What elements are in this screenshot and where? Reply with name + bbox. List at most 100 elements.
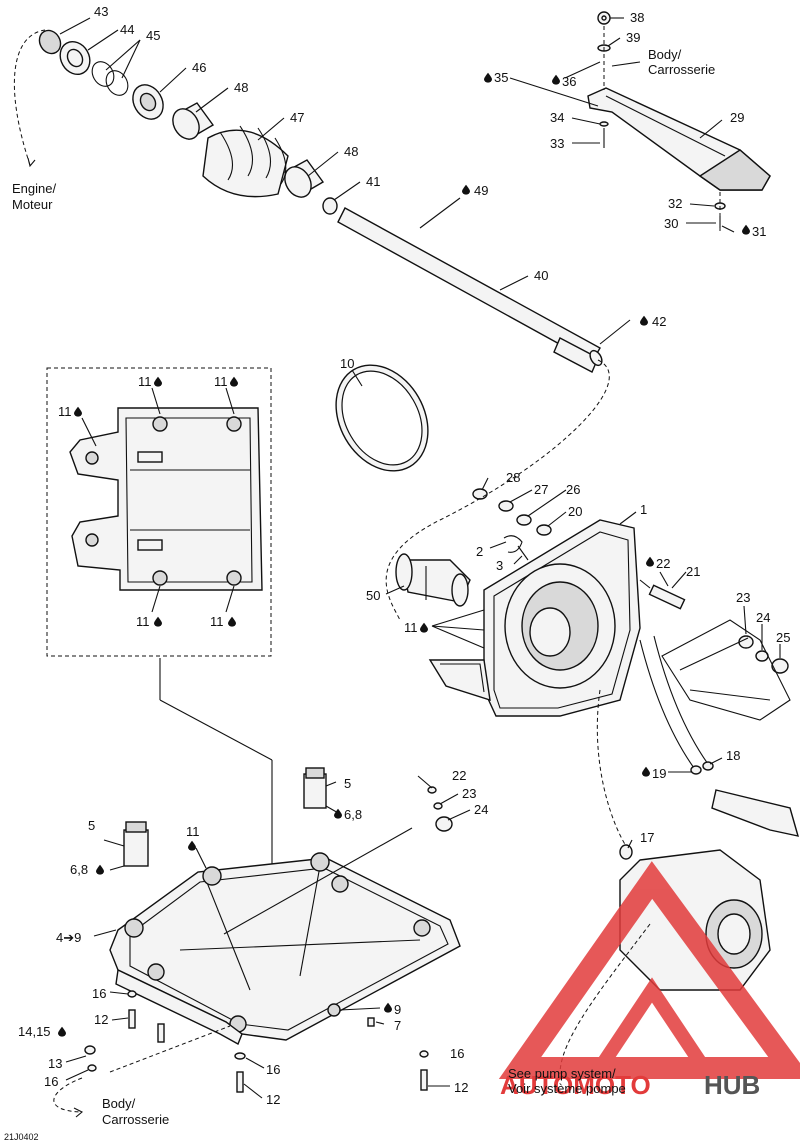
watermark-text-b: HUB <box>704 1070 760 1100</box>
note-body-bottom-line2: Carrosserie <box>102 1112 169 1127</box>
leaders-top-left <box>13 17 631 345</box>
callout-24-a: 24 <box>756 610 770 625</box>
callout-33: 33 <box>550 136 564 151</box>
drop-icon <box>58 1026 66 1037</box>
callout-11-a: 11 <box>138 374 152 389</box>
drop-icon <box>484 72 492 83</box>
inset-leaders <box>81 387 235 613</box>
drop-icon <box>646 556 654 567</box>
drop-icon <box>420 622 428 633</box>
callout-36: 36 <box>562 74 576 89</box>
callout-13: 13 <box>48 1056 62 1071</box>
callout-12-b: 12 <box>266 1092 280 1107</box>
drop-icon <box>228 616 236 627</box>
note-engine: Engine/ Moteur <box>12 181 56 212</box>
figure-code: 21J0402 <box>4 1132 39 1142</box>
callout-40: 40 <box>534 268 548 283</box>
callout-10: 10 <box>340 356 354 371</box>
drop-icon <box>154 376 162 387</box>
note-body-bottom: Body/ Carrosserie <box>102 1096 169 1127</box>
callout-30: 30 <box>664 216 678 231</box>
callout-16-d: 16 <box>450 1046 464 1061</box>
callout-16-a: 16 <box>92 986 106 1001</box>
callout-14-15: 14,15 <box>18 1024 51 1039</box>
callout-26: 26 <box>566 482 580 497</box>
callout-11-f: 11 <box>404 620 418 635</box>
callout-22-b: 22 <box>452 768 466 783</box>
callout-20: 20 <box>568 504 582 519</box>
callout-18: 18 <box>726 748 740 763</box>
callout-6-8-a: 6,8 <box>344 807 362 822</box>
callout-29: 29 <box>730 110 744 125</box>
note-body-top-line2: Carrosserie <box>648 62 715 77</box>
watermark-text-a: AUTOMOTO <box>500 1070 651 1100</box>
callout-46: 46 <box>192 60 206 75</box>
driveshaft-assembly <box>38 29 603 373</box>
callout-39: 39 <box>626 30 640 45</box>
inset-frame <box>46 367 272 657</box>
ride-plate <box>53 767 461 1118</box>
drop-icon <box>188 840 196 851</box>
callout-45: 45 <box>146 28 160 43</box>
callout-12-a: 12 <box>94 1012 108 1027</box>
callout-23-b: 23 <box>462 786 476 801</box>
drop-icon <box>154 616 162 627</box>
callout-50: 50 <box>366 588 380 603</box>
drop-icon <box>230 376 238 387</box>
callout-11-b: 11 <box>214 374 228 389</box>
drop-icon <box>742 224 750 235</box>
note-pump-line1: See pump system/ <box>508 1066 616 1081</box>
callout-25: 25 <box>776 630 790 645</box>
callout-35: 35 <box>494 70 508 85</box>
callout-16-b: 16 <box>44 1074 58 1089</box>
callout-6-8-b: 6,8 <box>70 862 88 877</box>
callout-11-g: 11 <box>186 824 200 839</box>
callout-3: 3 <box>496 558 503 573</box>
callout-22-a: 22 <box>656 556 670 571</box>
callout-48b: 48 <box>344 144 358 159</box>
callout-44: 44 <box>120 22 134 37</box>
drop-icon <box>462 184 470 195</box>
drop-icon <box>384 1002 392 1013</box>
note-body-top: Body/ Carrosserie <box>648 47 715 77</box>
note-engine-line1: Engine/ <box>12 181 56 196</box>
drop-icon <box>552 74 560 85</box>
callout-4-9: 4➔9 <box>56 930 81 945</box>
callout-32: 32 <box>668 196 682 211</box>
callout-11-e: 11 <box>210 614 224 629</box>
drop-icon <box>334 808 342 819</box>
callout-41: 41 <box>366 174 380 189</box>
note-pump-system: See pump system/ Voir système pompe <box>508 1066 626 1096</box>
support-bracket <box>587 11 771 232</box>
callout-38: 38 <box>630 10 644 25</box>
leaders-top-right <box>509 17 735 233</box>
callout-5-a: 5 <box>344 776 351 791</box>
callout-27: 27 <box>534 482 548 497</box>
watermark-logo <box>498 861 800 1079</box>
note-body-bottom-line1: Body/ <box>102 1096 136 1111</box>
watermark-triangle <box>498 861 800 1079</box>
callout-28: 28 <box>506 470 520 485</box>
inset-plate <box>69 407 273 960</box>
drop-icon <box>96 864 104 875</box>
callout-43: 43 <box>94 4 108 19</box>
callout-49: 49 <box>474 183 488 198</box>
callout-11-d: 11 <box>136 614 150 629</box>
callout-1: 1 <box>640 502 647 517</box>
callout-19: 19 <box>652 766 666 781</box>
callout-48a: 48 <box>234 80 248 95</box>
callout-34: 34 <box>550 110 564 125</box>
callout-17: 17 <box>640 830 654 845</box>
pump-leaders <box>385 477 781 849</box>
drop-icon <box>640 315 648 326</box>
callout-labels: 43 44 45 46 48 47 48 41 49 40 42 38 39 3… <box>18 4 790 1107</box>
callout-24-b: 24 <box>474 802 488 817</box>
callout-12-c: 12 <box>454 1080 468 1095</box>
callout-31: 31 <box>752 224 766 239</box>
callout-2: 2 <box>476 544 483 559</box>
note-engine-line2: Moteur <box>12 197 53 212</box>
drop-icon <box>642 766 650 777</box>
note-pump-line2: Voir système pompe <box>508 1081 626 1096</box>
callout-23-a: 23 <box>736 590 750 605</box>
drop-icon <box>74 406 82 417</box>
